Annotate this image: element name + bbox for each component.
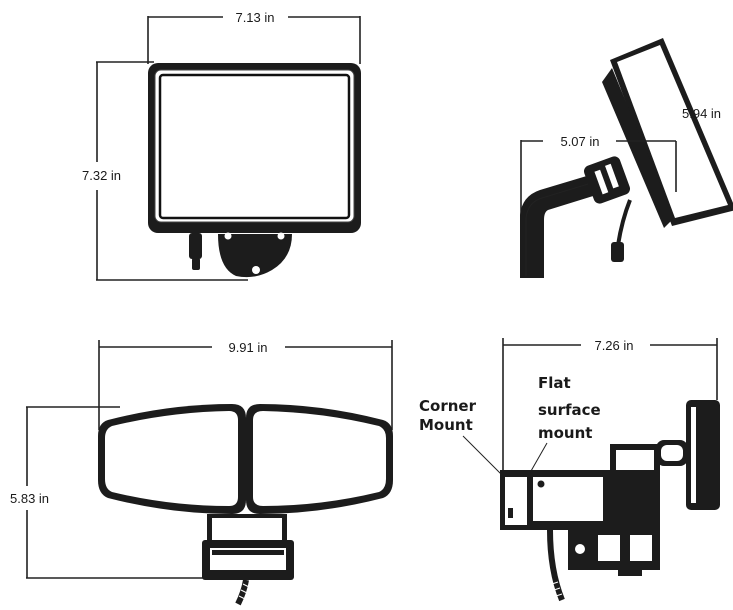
- corner-mount-line1: Corner: [419, 397, 477, 415]
- mount-plate: [218, 234, 292, 278]
- side-arm-highlight: [525, 180, 599, 276]
- flat-mount-line3: mount: [538, 424, 592, 442]
- mount-screw-left: [224, 232, 232, 240]
- center-stem-window: [212, 518, 282, 540]
- corner-mount-line2: Mount: [419, 416, 473, 434]
- side-swivel: [583, 156, 631, 204]
- dim-height-583: 5.83 in: [10, 491, 49, 506]
- dim-mount-726: 7.26 in: [594, 338, 633, 353]
- dim-height-732: 7.32 in: [82, 168, 121, 183]
- mount-lower-hole: [575, 544, 585, 554]
- mount-screw-right: [277, 232, 285, 240]
- mount-slot-mark: [508, 508, 513, 518]
- side-swivel-ridge2: [605, 163, 619, 189]
- sensor-window-band: [212, 550, 284, 555]
- front-view-single-panel: 7.13 in 7.32 in: [82, 10, 361, 281]
- side-panel-face: [617, 45, 728, 218]
- flat-mount-line2: surface: [538, 401, 601, 419]
- mount-knuckle-inner: [661, 445, 683, 461]
- mount-upper-window: [616, 450, 654, 470]
- sensor-cable-body: [189, 233, 202, 259]
- mount-lower-foot: [618, 566, 642, 576]
- corner-mount-leader: [462, 435, 506, 479]
- side-cable-plug: [611, 242, 624, 262]
- left-head-lens: [105, 411, 238, 506]
- double-cable-ribs: [238, 583, 250, 600]
- mount-side-view: 7.26 in Corner Mount Flat surface mount: [419, 338, 720, 602]
- mount-face-screw: [537, 480, 545, 488]
- sensor-cable-tip: [192, 258, 200, 270]
- side-swivel-ridge1: [594, 169, 609, 195]
- mount-cable-ribs: [551, 581, 563, 597]
- side-cable: [616, 199, 632, 246]
- right-head-lens: [253, 411, 386, 506]
- mount-screw-bottom: [252, 266, 260, 274]
- mount-lower-window1: [598, 535, 620, 561]
- double-cable: [235, 579, 249, 606]
- side-view: 5.94 in 5.07 in: [520, 38, 733, 278]
- mount-flat-face: [533, 477, 603, 521]
- panel-lens: [158, 73, 351, 220]
- side-panel-edge: [602, 68, 674, 228]
- dim-side-594: 5.94 in: [682, 106, 721, 121]
- flat-mount-line1: Flat: [538, 374, 571, 392]
- dim-side-507: 5.07 in: [560, 134, 599, 149]
- front-view-double-panel: 9.91 in 5.83 in: [10, 340, 393, 606]
- mount-lamp-head-stripe: [691, 407, 696, 503]
- mount-lower-window2: [630, 535, 652, 561]
- dim-width-713: 7.13 in: [235, 10, 274, 25]
- dim-width-991: 9.91 in: [228, 340, 267, 355]
